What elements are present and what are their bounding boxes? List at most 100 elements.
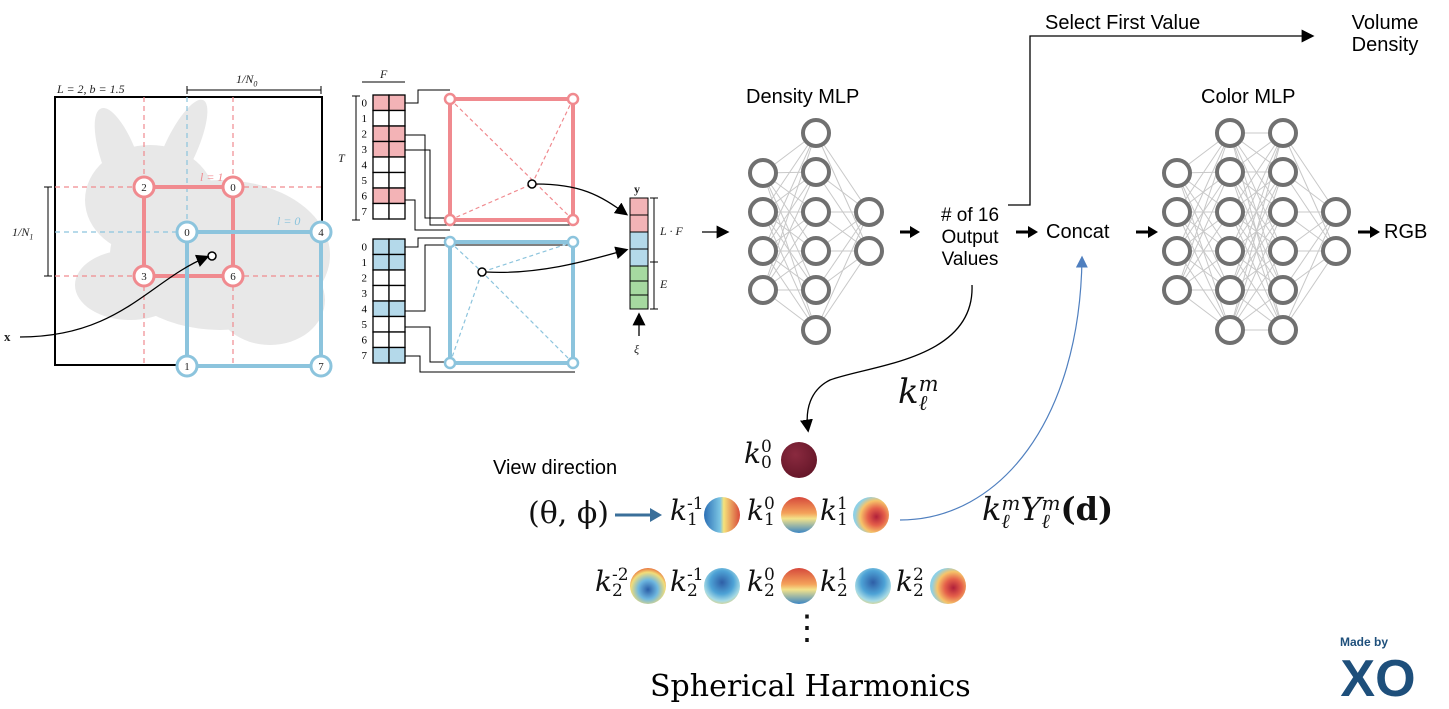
vertex-red-3: 3	[141, 271, 147, 283]
feature-xi-label: ξ	[634, 342, 640, 356]
hash-row-index: 3	[362, 144, 368, 156]
mlp-node	[1268, 157, 1298, 187]
feature-vector	[629, 197, 658, 336]
mlp-edge	[815, 250, 870, 331]
mlp-node	[801, 157, 831, 187]
select-first-path	[1008, 29, 1315, 206]
vertex-blue-1: 1	[184, 361, 190, 373]
vertex-blue-4: 4	[318, 227, 324, 239]
mlp-node	[1215, 157, 1245, 187]
hash-row-index: 4	[362, 304, 368, 316]
hash-row-index: 5	[362, 319, 368, 331]
logo-text: Made by	[1340, 635, 1388, 649]
mlp-node	[1215, 118, 1245, 148]
mlp-node	[801, 315, 831, 345]
mlp-edge	[1229, 171, 1284, 331]
mlp-edge	[762, 132, 817, 213]
color-mlp-label: Color MLP	[1201, 86, 1296, 108]
vertex-red-2: 2	[141, 182, 147, 194]
view-direction-label: View direction	[493, 457, 618, 479]
mlp-node	[748, 197, 778, 227]
mlp-edge	[815, 211, 870, 291]
hash-cell	[372, 284, 390, 302]
t-label: T	[338, 151, 345, 165]
mlp-edge	[762, 171, 817, 291]
mlp-edge	[1229, 132, 1284, 291]
hash-cell	[388, 94, 406, 112]
f-label: F	[380, 67, 388, 81]
mlp-edge	[1176, 132, 1231, 213]
input-x-label: x	[4, 329, 11, 344]
hash-row-index: 7	[362, 206, 368, 218]
mlp-node	[1162, 197, 1192, 227]
hash-cell	[372, 156, 390, 174]
red-vertices	[132, 175, 245, 288]
hash-row-index: 1	[362, 257, 368, 269]
mlp-node	[1268, 275, 1298, 305]
mlp-node	[801, 118, 831, 148]
concat-label: Concat	[1046, 221, 1110, 243]
theta-phi-label: (θ, ϕ)	[528, 496, 609, 531]
mlp-edge	[1176, 211, 1231, 291]
mlp-edge	[762, 132, 817, 252]
hash-cell	[372, 253, 390, 271]
hash-row-index: 1	[362, 113, 368, 125]
hash-cell	[388, 315, 406, 333]
hash-cell	[372, 202, 390, 220]
color-mlp	[1162, 118, 1351, 345]
sh-ellipsis: ⋮	[790, 608, 824, 648]
mlp-node	[801, 236, 831, 266]
feature-e-label: E	[660, 277, 668, 291]
mlp-edge	[1282, 211, 1337, 291]
mlp-node	[1268, 197, 1298, 227]
mlp-node	[1268, 118, 1298, 148]
hash-cell	[372, 94, 390, 112]
density-mlp-label: Density MLP	[746, 86, 860, 108]
sh-sphere-l1-m0	[781, 497, 817, 533]
mlp-node	[1215, 275, 1245, 305]
mlp-edge	[1229, 250, 1284, 331]
logo-mark: XO	[1340, 650, 1415, 708]
n1-label: 1/N1	[12, 225, 34, 242]
sh-sphere-l2-m-1	[704, 568, 740, 604]
mlp-node	[1321, 236, 1351, 266]
logo: Made by XO	[1340, 635, 1416, 708]
mlp-edge	[1176, 171, 1231, 291]
hash-cell	[388, 331, 406, 349]
blue-vertices	[175, 220, 333, 378]
density-mlp	[748, 118, 884, 345]
hash-row-index: 7	[362, 350, 368, 362]
hash-cell	[372, 171, 390, 189]
mlp-node	[801, 275, 831, 305]
hash-cell	[372, 346, 390, 364]
hash-cell	[372, 238, 390, 256]
spherical-harmonics-title: Spherical Harmonics	[650, 669, 971, 704]
multires-grid: 2 0 3 6 0 4 1 7	[19, 86, 333, 378]
sh-sphere-l2-m1	[855, 568, 891, 604]
level-0-label: l = 0	[277, 214, 301, 228]
hash-cell	[388, 238, 406, 256]
mlp-edge	[762, 211, 817, 291]
hash-cell	[372, 269, 390, 287]
hash-row-index: 0	[362, 98, 368, 110]
select-first-label: Select First Value	[1045, 12, 1201, 34]
hash-cell	[372, 331, 390, 349]
mlp-edge	[1282, 132, 1337, 213]
hash-cell	[372, 187, 390, 205]
feature-lf-label: L · F	[660, 224, 683, 238]
hash-cell	[388, 253, 406, 271]
interp-square-red	[443, 92, 580, 227]
hash-cell	[388, 300, 406, 318]
hash-row-index: 6	[362, 335, 368, 347]
mlp-node	[1162, 158, 1192, 188]
